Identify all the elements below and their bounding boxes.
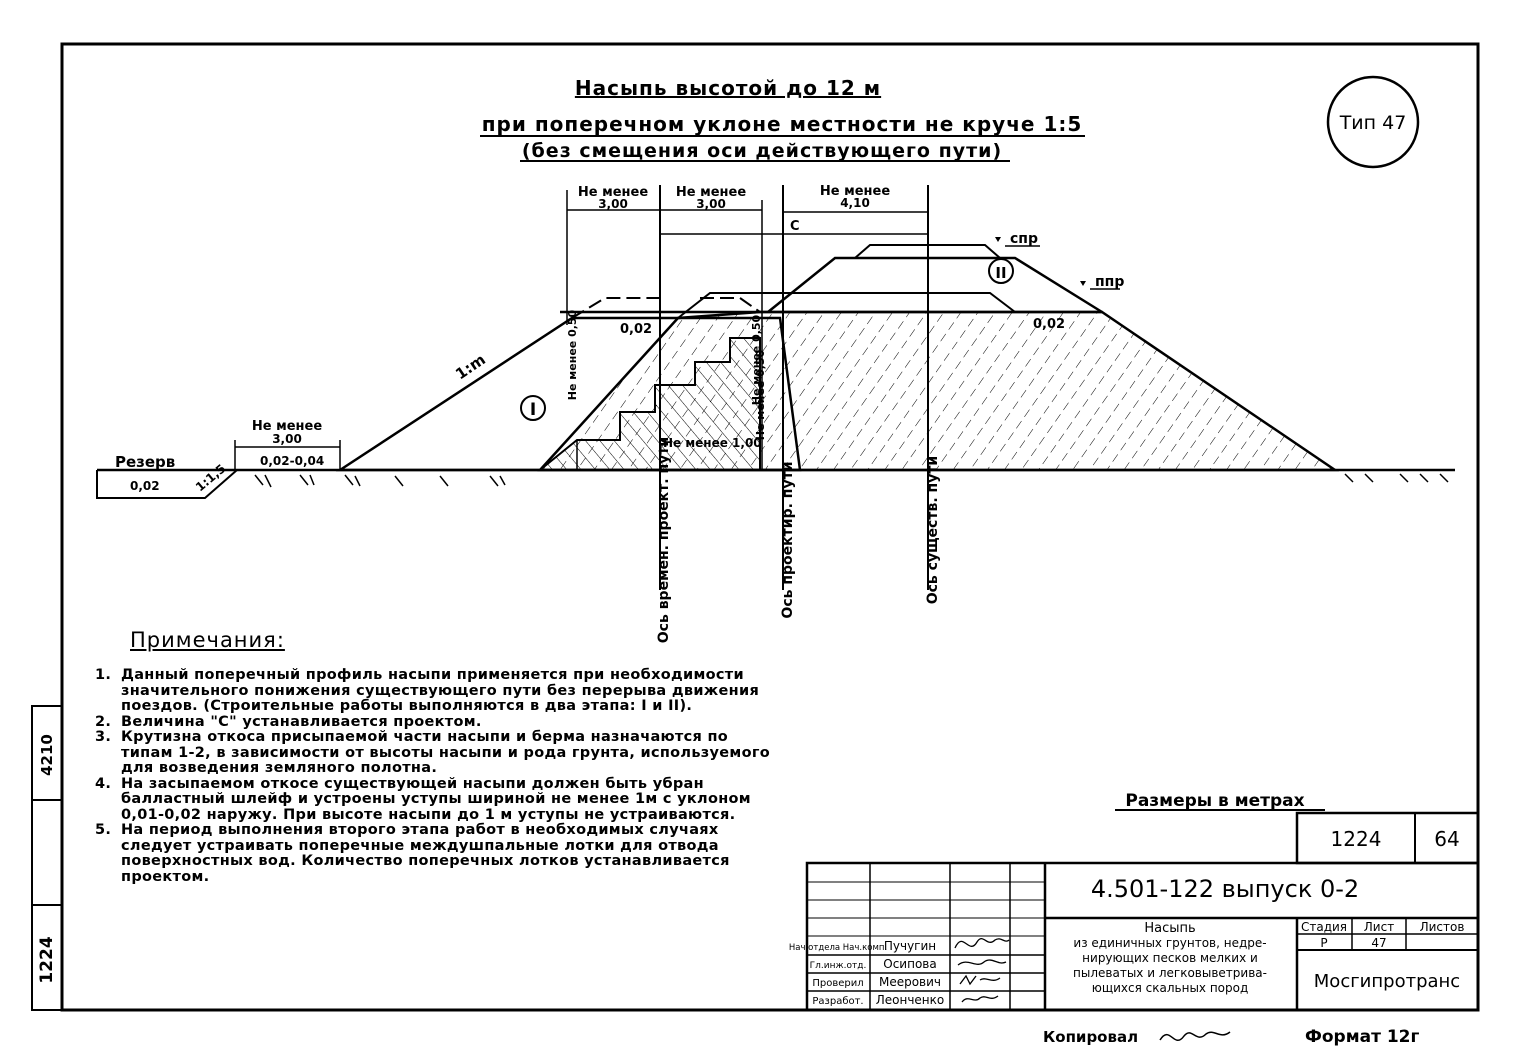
min050-a: Не менее 0,50 (566, 309, 579, 400)
note-text: На засыпаемом откосе существующей насыпи… (121, 775, 751, 823)
name-2: Осипова (883, 957, 936, 971)
sheet-frame (60, 42, 1480, 1012)
title-line-1: Насыпь высотой до 12 м (575, 76, 881, 100)
name-1: Пучугин (884, 939, 936, 953)
org-name: Мосгипротранс (1314, 971, 1460, 992)
benches (537, 337, 761, 471)
existing-ballast (677, 292, 1016, 319)
reserve-ditch (96, 469, 238, 499)
c-label: С (790, 219, 800, 234)
note-text: Данный поперечный профиль насыпи применя… (121, 667, 760, 714)
temp-axis-label: Ось времен. проект. пути (656, 437, 672, 643)
note-text: Крутизна откоса присыпаемой части насыпи… (121, 729, 770, 776)
role-3: Проверил (812, 978, 863, 989)
min410-label: Не менее (820, 184, 890, 199)
dimensions-note: Размеры в метрах (1125, 791, 1304, 811)
reserve-label: Резерв (115, 453, 175, 471)
temp-ballast (571, 297, 660, 319)
note-text: На период выполнения второго этапа работ… (121, 822, 730, 885)
stage-2-marker (988, 258, 1014, 284)
sheet-number: 1224 (1331, 827, 1382, 851)
type-badge-label: Тип 47 (1339, 112, 1407, 134)
berm-slope: 0,02-0,04 (260, 454, 324, 468)
min3a-value: 3,00 (598, 197, 628, 211)
slope-right-top-label: 0,02 (1033, 317, 1065, 332)
copied-label: Копировал (1043, 1028, 1138, 1046)
desc-line-2: нирующих песков мелких и (1082, 951, 1258, 965)
min100-label: Не менее 1,00 (663, 436, 762, 450)
min3a-label: Не менее (578, 185, 648, 200)
stage-1-marker (520, 395, 546, 421)
min050-b: Не менее 0,50 (754, 349, 767, 440)
stage-1-label: I (530, 400, 536, 420)
margin-top-code: 4210 (38, 734, 56, 776)
slope-m-label: 1:m (452, 350, 489, 383)
min3b-label: Не менее (676, 185, 746, 200)
role-1: Нач.отдела Нач.комп. (789, 943, 887, 953)
notes-title: Примечания: (130, 628, 285, 652)
name-3: Меерович (879, 975, 941, 989)
title-line-2: при поперечном уклоне местности не круче… (482, 112, 1083, 136)
notes-list: 1. Данный поперечный профиль насыпи приме… (95, 667, 785, 885)
binding-strip (31, 705, 63, 1011)
desc-line-1: из единичных грунтов, недре- (1073, 936, 1266, 950)
reserve-slope: 0,02 (130, 479, 160, 493)
role-4: Разработ. (812, 996, 863, 1007)
note-number: 3. (95, 729, 112, 745)
note-number: 2. (95, 713, 112, 730)
min3b-value: 3,00 (696, 197, 726, 211)
desc-line-4: ющихся скальных пород (1092, 981, 1249, 995)
format-label: Формат 12г (1305, 1027, 1420, 1047)
spr-label: спр (1010, 231, 1038, 247)
note-number: 4. (95, 775, 112, 792)
proj-axis-label: Ось проектир. пути (780, 461, 796, 618)
note-item: 4. На засыпаемом откосе существующей насы… (95, 775, 785, 824)
list-value: 47 (1371, 936, 1386, 950)
berm-label: Не менее (252, 419, 322, 434)
copier-signature (1159, 1031, 1231, 1042)
list-header: Лист (1364, 920, 1394, 934)
signatures (954, 937, 1010, 1003)
berm-value: 3,00 (272, 432, 302, 446)
note-item: 5. На период выполнения второго этапа раб… (95, 822, 785, 885)
exist-axis-label: Ось существ. пути (925, 456, 941, 605)
title-block (805, 811, 1480, 1012)
note-number: 5. (95, 822, 112, 838)
desc-line-3: пылеватых и легковыветрива- (1073, 966, 1267, 980)
note-item: 2. Величина "С" устанавливается проектом. (95, 713, 785, 731)
slope-15: 1:1,5 (193, 461, 228, 494)
note-text: Величина "С" устанавливается проектом. (121, 713, 482, 730)
min050-c: Не менее 0,50 (750, 314, 763, 405)
desc-title: Насыпь (1144, 921, 1195, 936)
note-item: 3. Крутизна откоса присыпаемой части насы… (95, 729, 785, 777)
stage-header: Стадия (1301, 920, 1347, 934)
stage-value: Р (1320, 936, 1327, 950)
role-2: Гл.инж.отд. (810, 961, 867, 971)
ppr-label: ппр (1095, 274, 1124, 290)
title-line-3: (без смещения оси действующего пути) (522, 140, 1002, 162)
ground-hatch (254, 473, 1449, 488)
stage-2-label: II (995, 264, 1006, 282)
doc-code: 4.501-122 выпуск 0-2 (1091, 875, 1359, 903)
page-number: 64 (1434, 827, 1459, 851)
slope-left-top-label: 0,02 (620, 322, 652, 337)
note-number: 1. (95, 667, 112, 683)
note-item: 1. Данный поперечный профиль насыпи приме… (95, 667, 785, 715)
type-badge (1326, 75, 1420, 169)
margin-bottom-code: 1224 (37, 936, 57, 983)
new-track-top (767, 256, 1103, 314)
lists-header: Листов (1420, 920, 1465, 934)
min410-value: 4,10 (840, 196, 870, 210)
name-4: Леонченко (876, 993, 945, 1007)
